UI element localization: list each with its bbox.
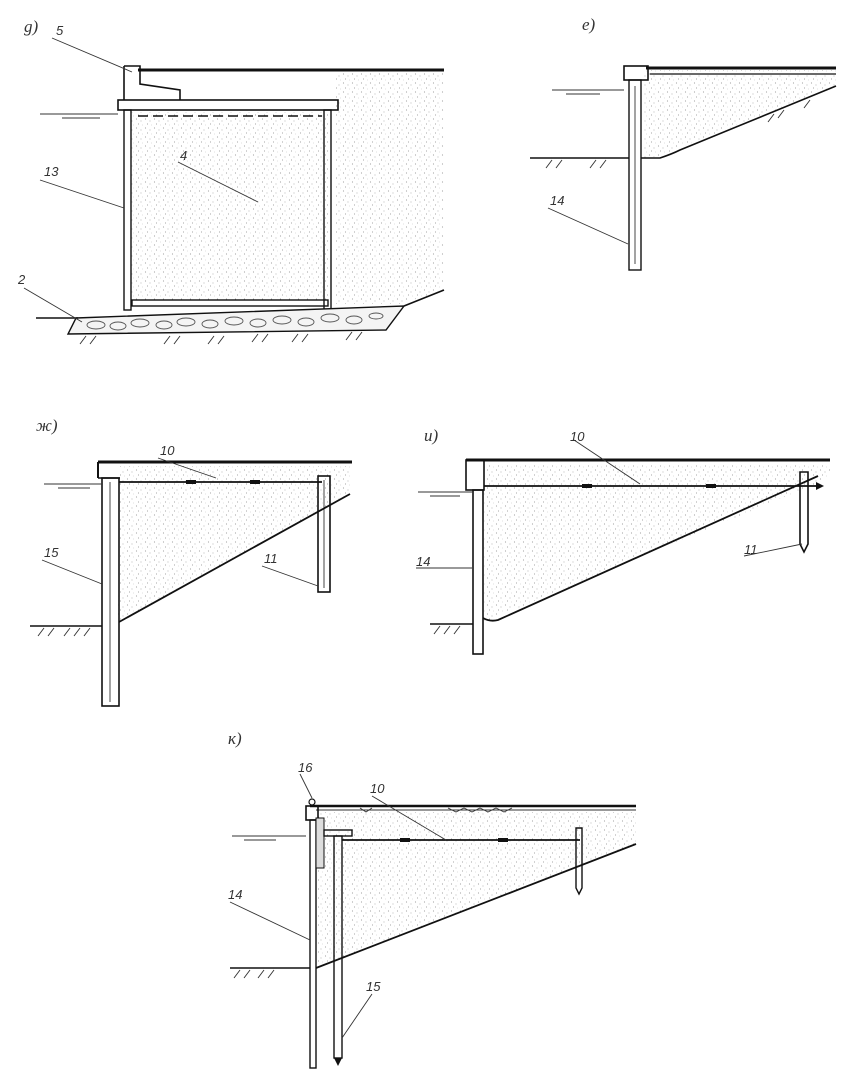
ground-hatch-i bbox=[433, 625, 461, 635]
slope-k bbox=[315, 843, 637, 969]
label-16: 16 bbox=[298, 760, 313, 775]
cell-fill-4 bbox=[130, 112, 328, 300]
ground-hatch-d bbox=[79, 331, 363, 345]
anchor-pile-k-rear bbox=[575, 827, 583, 896]
anchor-wall-11 bbox=[317, 475, 331, 593]
leader-15 bbox=[41, 559, 103, 585]
panel-e-cantilever-wall: e) 14 bbox=[530, 15, 837, 271]
sheet-pile-14-k bbox=[309, 819, 317, 1069]
label-2: 2 bbox=[17, 272, 26, 287]
label-10-i: 10 bbox=[570, 429, 585, 444]
tie-coupler-k-1 bbox=[400, 838, 410, 842]
sheet-pile-14-e bbox=[628, 79, 642, 271]
cap-beam bbox=[117, 99, 339, 111]
backfill-i bbox=[484, 464, 830, 622]
tie-coupler-k-2 bbox=[498, 838, 508, 842]
backfill-k bbox=[318, 812, 636, 968]
tie-end-i bbox=[816, 482, 824, 490]
panel-d-title: g) bbox=[24, 17, 39, 36]
bedding-stones bbox=[86, 312, 384, 331]
leader-10-k bbox=[371, 795, 447, 841]
backfill-zh bbox=[118, 466, 350, 622]
tie-coupler-i-2 bbox=[706, 484, 716, 488]
ground-hatch-e bbox=[545, 99, 811, 169]
cap-i bbox=[465, 459, 485, 491]
leader-15-k bbox=[341, 993, 373, 1039]
leader-11-zh bbox=[261, 565, 319, 587]
fender-k bbox=[315, 817, 325, 869]
slope-d bbox=[403, 289, 445, 307]
label-14-k: 14 bbox=[228, 887, 242, 902]
bottom-slab bbox=[131, 299, 329, 307]
bollard-16 bbox=[308, 798, 316, 806]
label-15-k: 15 bbox=[366, 979, 381, 994]
label-13: 13 bbox=[44, 164, 59, 179]
leader-4 bbox=[177, 161, 259, 203]
leader-11-i bbox=[743, 543, 803, 557]
leader-14-k bbox=[229, 901, 311, 941]
label-11-i: 11 bbox=[744, 542, 758, 557]
slope-e bbox=[641, 85, 837, 159]
panel-zh-title: ж) bbox=[36, 416, 58, 435]
wall-15 bbox=[101, 477, 120, 707]
label-15: 15 bbox=[44, 545, 59, 560]
front-pile-13 bbox=[123, 109, 132, 311]
tie-coupler-i-1 bbox=[582, 484, 592, 488]
leader-10-zh bbox=[157, 457, 217, 479]
tie-coupler-zh-1 bbox=[186, 480, 196, 484]
panel-e-title: e) bbox=[582, 15, 596, 34]
panel-k-anchored-wall: к) 16 10 14 15 bbox=[228, 729, 637, 1069]
panel-d-quay-wall: g) bbox=[17, 17, 445, 345]
sheet-pile-14-i bbox=[472, 489, 484, 655]
leader-13 bbox=[39, 179, 125, 209]
ground-hatch-zh bbox=[37, 627, 91, 637]
label-14-i: 14 bbox=[416, 554, 430, 569]
backfill-soil bbox=[336, 72, 444, 304]
panel-i-title: и) bbox=[424, 426, 439, 445]
panel-zh-anchored-wall: ж) 10 15 11 bbox=[30, 416, 352, 707]
parapet-5 bbox=[123, 65, 181, 100]
ground-hatch-k bbox=[233, 969, 275, 979]
slope-zh bbox=[118, 493, 351, 623]
panel-k-title: к) bbox=[228, 729, 242, 748]
leader-2 bbox=[23, 287, 83, 323]
leader-14-e bbox=[547, 207, 629, 245]
label-10-k: 10 bbox=[370, 781, 385, 796]
stone-bedding-2 bbox=[66, 305, 406, 335]
anchor-pile-tip bbox=[334, 1058, 342, 1066]
leader-16 bbox=[299, 773, 313, 799]
pavement-texture bbox=[359, 807, 513, 813]
anchor-pile-11 bbox=[799, 471, 809, 554]
label-11-zh: 11 bbox=[264, 551, 278, 566]
leader-10-i bbox=[573, 439, 641, 485]
label-4: 4 bbox=[180, 148, 187, 163]
panel-i-anchored-wall: и) 10 14 11 bbox=[416, 426, 830, 655]
label-10-zh: 10 bbox=[160, 443, 175, 458]
label-5: 5 bbox=[56, 23, 64, 38]
tie-coupler-zh-2 bbox=[250, 480, 260, 484]
label-14-e: 14 bbox=[550, 193, 564, 208]
leader-5 bbox=[51, 37, 133, 73]
slope-i bbox=[482, 475, 819, 622]
backfill-e bbox=[644, 70, 836, 160]
